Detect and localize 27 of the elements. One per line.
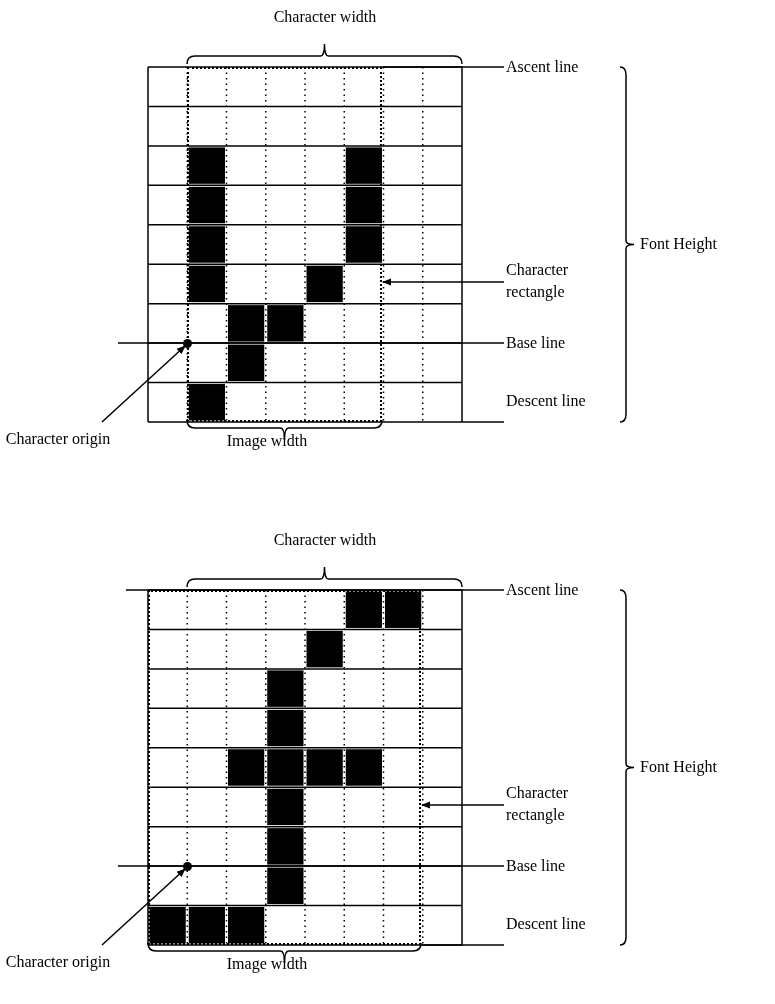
dimension-label: Image width [225,954,309,975]
callout-text: Descent line [506,913,596,957]
callout-text: Base line [506,855,596,877]
leader-arrow [382,278,505,286]
leader-arrow [101,345,186,423]
leader-line [382,66,505,68]
callout-text: Character origin [0,428,116,472]
callout-text: Character origin [0,951,116,995]
leader-line [117,865,505,867]
leader-arrow [101,868,186,946]
character-rectangle [187,67,382,422]
leader-line [117,342,505,344]
callout-text: Ascent line [506,579,616,601]
callout-text: Character rectangle [506,259,606,303]
callout-text: Character rectangle [506,782,606,826]
callout-text: Ascent line [506,56,616,78]
callout-text: Descent line [506,390,596,434]
leader-line [125,589,505,591]
callout-text: Base line [506,332,596,354]
leader-arrow [421,801,505,809]
dimension-label: Font Height [640,757,718,778]
dimension-label: Image width [225,431,309,452]
dimension-label: Font Height [640,234,718,255]
leader-line [461,421,505,423]
dimension-label: Character width [272,7,378,27]
dimension-label: Character width [272,530,378,550]
leader-line [421,944,505,946]
